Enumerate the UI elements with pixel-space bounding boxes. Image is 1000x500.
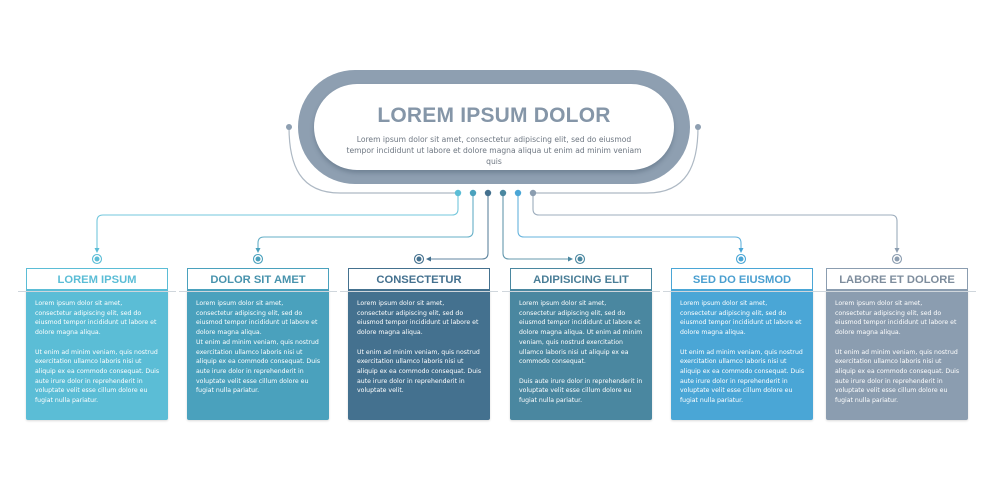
right-arc-connector: [533, 126, 699, 194]
header-title: LOREM IPSUM DOLOR: [377, 104, 611, 127]
card-divider: [18, 291, 176, 292]
source-dot-icon: [469, 189, 477, 197]
target-dot-icon: [894, 256, 900, 262]
source-dot-icon: [484, 189, 492, 197]
card-paragraph: Ut enim ad minim veniam, quis nostrud ex…: [357, 348, 482, 395]
arrow-head-icon: [568, 256, 573, 262]
connector-line-5: [517, 193, 742, 251]
target-dot-icon: [416, 256, 422, 262]
card-paragraph: Ut enim ad minim veniam, quis nostrud ex…: [35, 348, 160, 405]
arrow-head-icon: [738, 248, 744, 253]
card-paragraph: Lorem ipsum dolor sit amet, consectetur …: [835, 300, 957, 337]
left-arc-connector: [288, 126, 458, 194]
connector-line-1: [96, 193, 459, 251]
card-divider: [818, 291, 976, 292]
connector-line-4: [502, 193, 571, 260]
connector-line-3: [428, 193, 489, 260]
card-title: LOREM IPSUM: [26, 268, 168, 290]
card-paragraph: Lorem ipsum dolor sit amet, consectetur …: [357, 300, 479, 337]
card-paragraph: Lorem ipsum dolor sit amet, consectetur …: [196, 300, 318, 337]
arrow-head-icon: [255, 248, 261, 253]
card-body: Lorem ipsum dolor sit amet, consectetur …: [187, 290, 329, 420]
connector-line-2: [257, 193, 474, 251]
card-4: ADIPISICING ELIT Lorem ipsum dolor sit a…: [502, 268, 660, 420]
target-dot-icon: [577, 256, 583, 262]
source-dot-icon: [514, 189, 522, 197]
card-paragraph: Lorem ipsum dolor sit amet, consectetur …: [35, 300, 157, 337]
card-title: LABORE ET DOLORE: [826, 268, 968, 290]
left-arc-endpoint-icon: [286, 124, 292, 130]
card-title: CONSECTETUR: [348, 268, 490, 290]
card-divider: [179, 291, 337, 292]
card-paragraph: Lorem ipsum dolor sit amet, consectetur …: [519, 300, 643, 366]
card-2: DOLOR SIT AMET Lorem ipsum dolor sit ame…: [179, 268, 337, 420]
source-dot-icon: [499, 189, 507, 197]
card-5: SED DO EIUSMOD Lorem ipsum dolor sit ame…: [663, 268, 821, 420]
card-divider: [663, 291, 821, 292]
card-divider: [340, 291, 498, 292]
arrow-head-icon: [94, 248, 100, 253]
card-paragraph: Duis aute irure dolor in reprehenderit i…: [519, 377, 643, 405]
card-title: ADIPISICING ELIT: [510, 268, 652, 290]
arrow-head-icon: [894, 248, 900, 253]
header-pill: LOREM IPSUM DOLOR Lorem ipsum dolor sit …: [314, 84, 674, 170]
card-body: Lorem ipsum dolor sit amet, consectetur …: [510, 290, 652, 420]
card-body: Lorem ipsum dolor sit amet, consectetur …: [671, 290, 813, 420]
card-title: SED DO EIUSMOD: [671, 268, 813, 290]
arrow-head-icon: [426, 256, 431, 262]
card-paragraph: Lorem ipsum dolor sit amet, consectetur …: [680, 300, 802, 337]
card-3: CONSECTETUR Lorem ipsum dolor sit amet, …: [340, 268, 498, 420]
card-divider: [502, 291, 660, 292]
right-arc-endpoint-icon: [695, 124, 701, 130]
header-description: Lorem ipsum dolor sit amet, consectetur …: [346, 135, 642, 166]
source-dot-icon: [529, 189, 537, 197]
card-paragraph: Ut enim ad minim veniam, quis nostrud ex…: [835, 348, 960, 405]
card-body: Lorem ipsum dolor sit amet, consectetur …: [348, 290, 490, 420]
target-dot-icon: [738, 256, 744, 262]
card-6: LABORE ET DOLORE Lorem ipsum dolor sit a…: [818, 268, 976, 420]
card-1: LOREM IPSUM Lorem ipsum dolor sit amet, …: [18, 268, 176, 420]
card-body: Lorem ipsum dolor sit amet, consectetur …: [826, 290, 968, 420]
card-paragraph: Ut enim ad minim veniam, quis nostrud ex…: [196, 338, 321, 395]
card-paragraph: Ut enim ad minim veniam, quis nostrud ex…: [680, 348, 805, 405]
connector-line-6: [532, 193, 898, 251]
target-dot-icon: [255, 256, 261, 262]
card-title: DOLOR SIT AMET: [187, 268, 329, 290]
target-dot-icon: [94, 256, 100, 262]
card-body: Lorem ipsum dolor sit amet, consectetur …: [26, 290, 168, 420]
source-dot-icon: [454, 189, 462, 197]
